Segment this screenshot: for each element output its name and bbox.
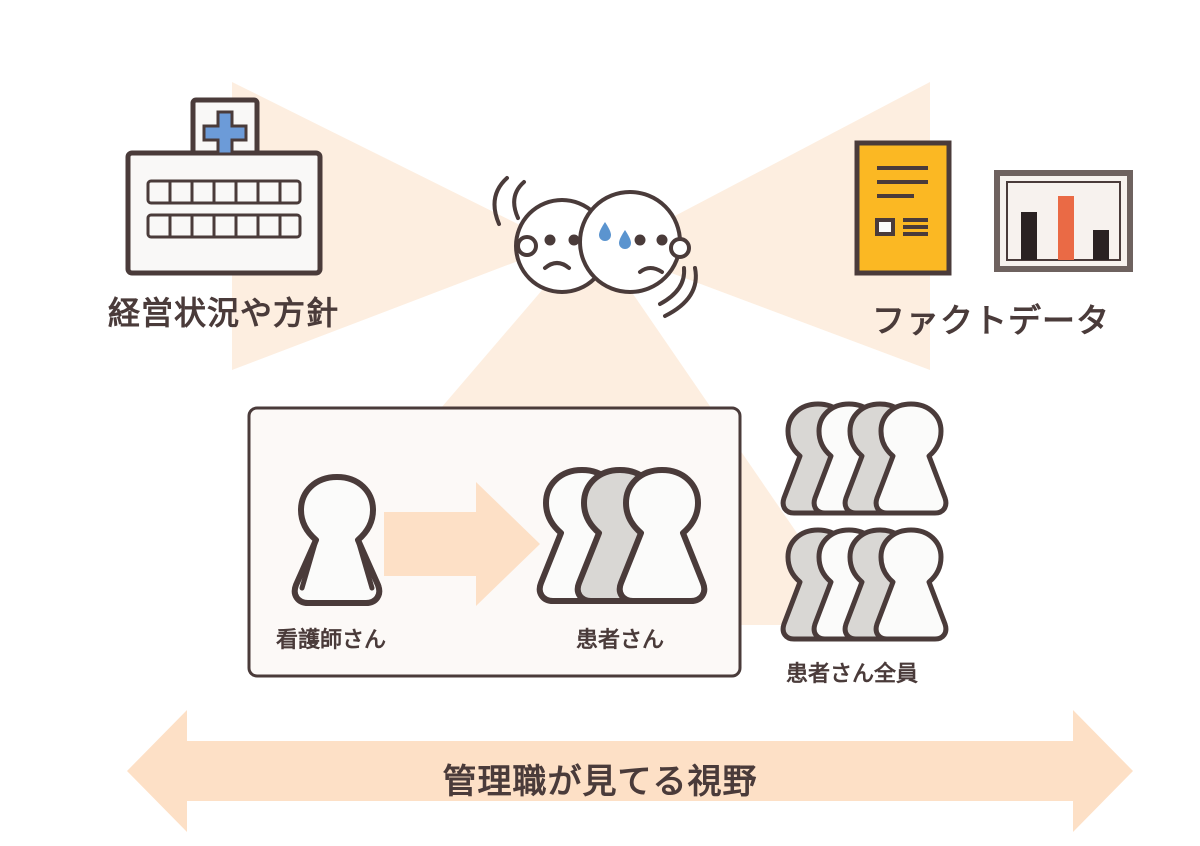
double-arrow-icon <box>127 710 1133 832</box>
document-icon <box>854 140 952 276</box>
fact-data-label: ファクトデータ <box>872 301 1110 340</box>
person-icon <box>291 474 383 606</box>
arrow-right-icon <box>384 482 540 606</box>
crowd-icon <box>780 401 949 642</box>
nurse-label: 看護師さん <box>276 628 387 653</box>
worried-faces-icon <box>492 176 698 318</box>
manager-view-label: 管理職が見てる視野 <box>442 762 758 802</box>
hospital-icon <box>125 97 323 276</box>
patient-label: 患者さん <box>576 628 665 653</box>
hospital-label: 経営状況や方針 <box>108 294 340 332</box>
bar-chart-icon <box>994 170 1133 272</box>
all-patients-label: 患者さん全員 <box>786 662 919 687</box>
beam-right <box>610 82 930 370</box>
people-group-icon <box>536 467 708 604</box>
